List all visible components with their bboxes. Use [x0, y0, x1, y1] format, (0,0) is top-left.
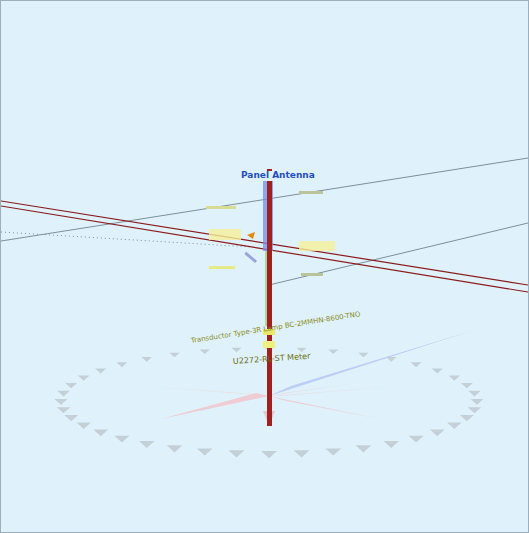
- compass-tick: [116, 362, 127, 367]
- compass-arrow: [176, 361, 269, 396]
- compass-tick: [64, 415, 78, 421]
- compass-tick: [167, 445, 183, 452]
- compass-arrow: [269, 331, 471, 396]
- compass-tick: [468, 391, 481, 397]
- crossarm-label-blur: [209, 229, 241, 240]
- compass-tick: [449, 375, 461, 380]
- tag-blur: [301, 273, 323, 276]
- compass-tick: [78, 375, 90, 380]
- compass-tick: [471, 399, 484, 405]
- compass-tick: [325, 448, 341, 455]
- antenna-label: Panel Antenna: [241, 171, 315, 181]
- compass-tick: [468, 407, 481, 413]
- compass-tick: [297, 348, 307, 353]
- insulator: [247, 232, 255, 239]
- compass-tick: [93, 430, 108, 437]
- compass-tick: [228, 450, 244, 457]
- compass-tick: [200, 350, 210, 355]
- compass-tick: [430, 430, 445, 437]
- tag-blur: [299, 191, 323, 194]
- compass-tick: [356, 445, 372, 452]
- compass-tick: [411, 362, 422, 367]
- compass-tick: [461, 383, 473, 388]
- wire: [269, 223, 528, 285]
- compass-tick: [55, 399, 68, 405]
- compass-tick: [141, 357, 152, 362]
- compass-tick: [65, 383, 77, 388]
- compass-tick: [460, 415, 474, 421]
- compass-arrow: [161, 393, 269, 419]
- pole: [267, 169, 272, 426]
- compass-arrow: [269, 383, 356, 396]
- compass-tick: [432, 368, 443, 373]
- crossarm-label-blur: [299, 241, 335, 251]
- compass-arrow: [269, 386, 399, 396]
- compass-tick: [57, 407, 70, 413]
- tag-blur: [206, 206, 236, 209]
- compass-tick: [139, 441, 154, 448]
- equipment-label: Transductor Type-3R Lamp BC-2MMHN-8600-T…: [190, 311, 361, 345]
- compass-tick: [231, 348, 241, 353]
- compass-tick: [358, 353, 368, 358]
- compass-tick: [114, 436, 129, 443]
- compass-tick: [328, 350, 338, 355]
- compass-arrow: [269, 396, 381, 419]
- tag-blur: [244, 252, 257, 263]
- compass-tick: [57, 391, 70, 397]
- compass-tick: [384, 441, 399, 448]
- compass-arrow: [141, 386, 269, 396]
- tag-blur: [209, 266, 235, 269]
- compass-tick: [447, 423, 461, 429]
- compass-tick: [294, 450, 310, 457]
- meter: [263, 341, 275, 348]
- compass-tick: [261, 451, 277, 458]
- compass-tick: [169, 353, 179, 358]
- compass-tick: [197, 448, 213, 455]
- compass-tick: [409, 436, 424, 443]
- compass-tick: [76, 423, 90, 429]
- compass-tick: [95, 368, 106, 373]
